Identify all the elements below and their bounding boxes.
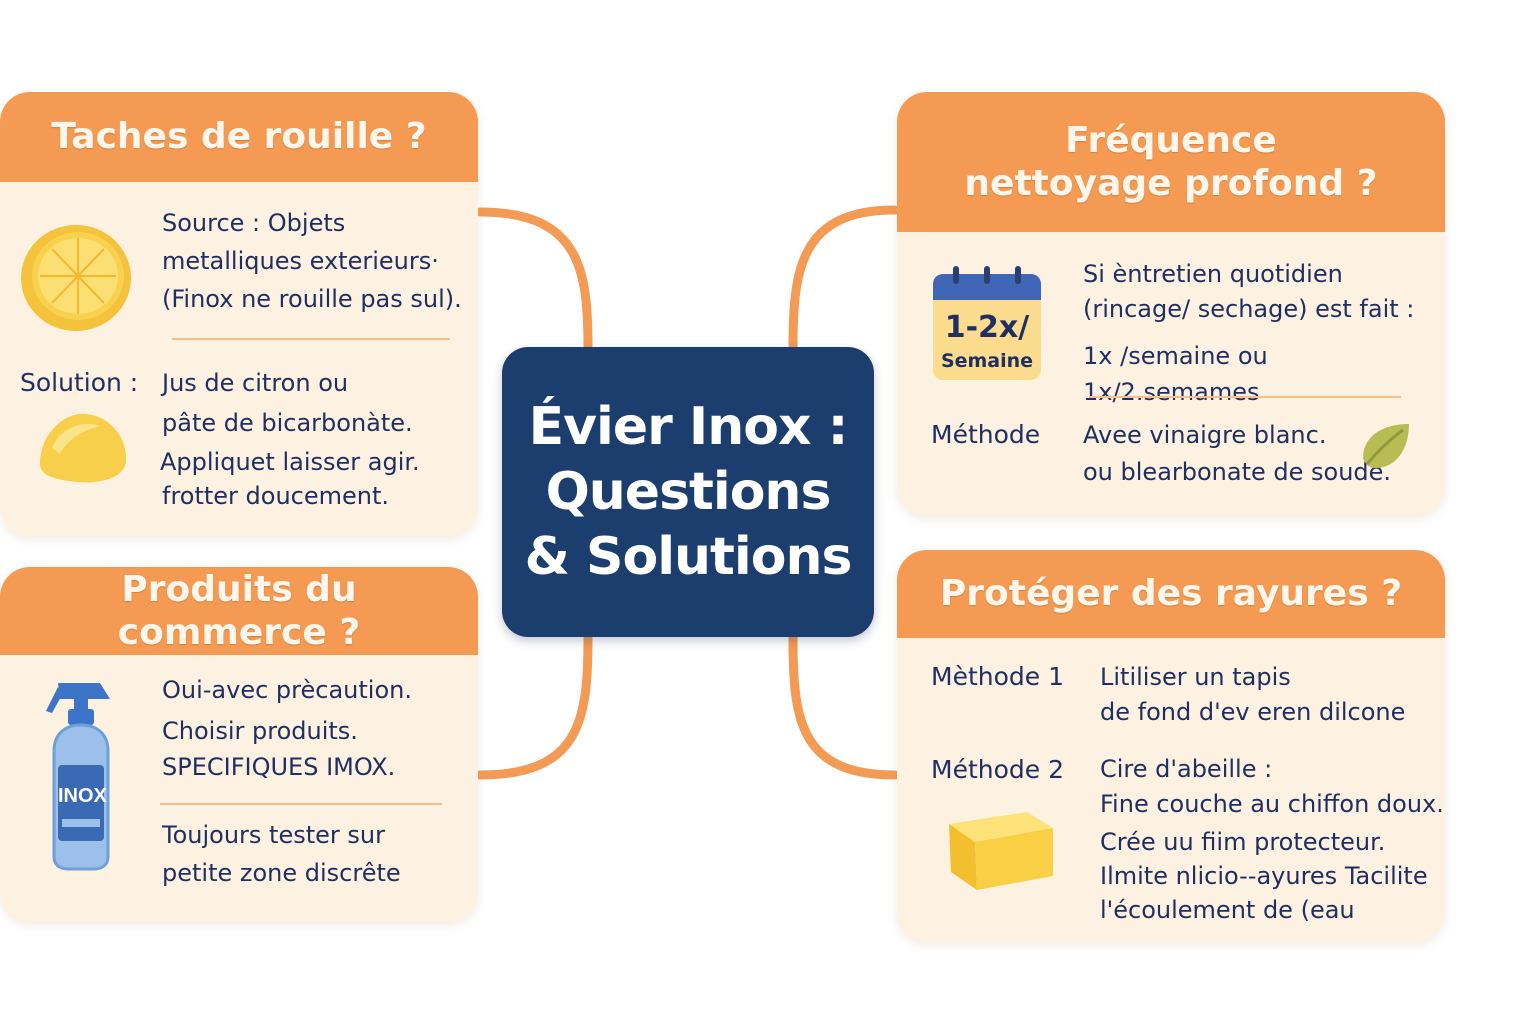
- rust-solution-line-4: frotter doucement.: [162, 482, 390, 510]
- products-line-5: petite zone discrête: [162, 859, 401, 887]
- frequency-line-1: Si èntretien quotidien: [1083, 260, 1343, 288]
- calendar-frequency: 1-2x/: [944, 310, 1030, 345]
- frequency-card-title: Fréquence nettoyage profond ?: [964, 119, 1378, 204]
- scratches-method1-line-2: de fond d'ev eren dilcone: [1100, 698, 1406, 726]
- products-line-3: SPECIFIQUES IMOX.: [162, 753, 396, 781]
- card-commercial-products: Produits du commerce ? INOX Oui-avec prè…: [0, 567, 478, 922]
- calendar-icon: 1-2x/ Semaine: [933, 266, 1041, 380]
- scratches-method2-line-2: Fine couche au chiffon doux.: [1100, 790, 1444, 818]
- products-line-4: Toujours tester sur: [162, 821, 385, 849]
- central-title: Évier Inox : Questions & Solutions: [524, 396, 853, 587]
- scratches-method1-line-1: Litiliser un tapis: [1100, 663, 1291, 691]
- bottle-label: INOX: [58, 785, 107, 807]
- card-rust-stains: Taches de rouille ? Source : Objets meta…: [0, 92, 478, 536]
- card-header-frequency: Fréquence nettoyage profond ?: [897, 92, 1445, 232]
- beeswax-block-icon: [949, 812, 1053, 890]
- scratches-method2-line-1: Cire d'abeille :: [1100, 755, 1273, 783]
- lemon-icon: [21, 225, 131, 331]
- rust-source-line-3: (Finox ne rouille pas sul).: [162, 285, 462, 313]
- scratches-method2-line-5: l'écoulement de (eau: [1100, 896, 1355, 924]
- connector-rayures: [788, 633, 900, 780]
- products-line-1: Oui-avec prècaution.: [162, 676, 412, 704]
- scratches-method2-label: Méthode 2: [931, 755, 1064, 784]
- connector-frequence: [788, 205, 900, 353]
- products-card-title: Produits du commerce ?: [117, 568, 361, 653]
- rust-source-line-1: Source : Objets: [162, 209, 346, 237]
- scratches-method2-line-4: Ilmite nlicio--ayures Tacilite: [1100, 862, 1428, 890]
- scratches-method1-label: Mèthode 1: [931, 662, 1064, 691]
- frequency-line-2: (rincage/ sechage) est fait :: [1083, 295, 1415, 323]
- frequency-method-label: Méthode: [931, 420, 1041, 449]
- leaf-icon: [1363, 424, 1409, 468]
- spray-bottle-icon: [46, 683, 110, 871]
- card-deep-clean-frequency: Fréquence nettoyage profond ? 1-2x/ Sema…: [897, 92, 1445, 516]
- card-header-rust: Taches de rouille ?: [0, 92, 478, 182]
- calendar-unit: Semaine: [940, 350, 1034, 372]
- connector-produits: [475, 633, 593, 780]
- products-line-2: Choisir produits.: [162, 717, 358, 745]
- card-scratch-protection: Protéger des rayures ? Mèthode 1 Litilis…: [897, 550, 1445, 942]
- rust-solution-line-3: Appliquet laisser agir.: [160, 448, 420, 476]
- connector-rouille: [475, 207, 593, 353]
- scratches-method2-line-3: Crée uu fiim protecteur.: [1100, 828, 1386, 856]
- central-topic: Évier Inox : Questions & Solutions: [502, 347, 874, 637]
- rust-source-line-2: metalliques exterieurs·: [162, 247, 439, 275]
- rust-solution-label: Solution :: [20, 368, 139, 397]
- rust-solution-line-1: Jus de citron ou: [162, 369, 349, 397]
- baking-soda-paste-icon: [40, 413, 127, 483]
- rust-divider: [172, 338, 450, 340]
- scratches-card-title: Protéger des rayures ?: [939, 573, 1403, 615]
- rust-solution-line-2: pâte de bicarbonàte.: [162, 409, 413, 437]
- frequency-line-3: 1x /semaine ou 1x/2.semames: [1083, 342, 1268, 406]
- rust-card-title: Taches de rouille ?: [51, 116, 427, 158]
- card-header-products: Produits du commerce ?: [0, 567, 478, 655]
- card-header-scratches: Protéger des rayures ?: [897, 550, 1445, 638]
- frequency-method-line-2: ou blearbonate de soude.: [1083, 458, 1392, 486]
- frequency-method-line-1: Avee vinaigre blanc.: [1083, 421, 1327, 449]
- frequency-divider: [1089, 396, 1401, 398]
- products-divider: [160, 803, 442, 805]
